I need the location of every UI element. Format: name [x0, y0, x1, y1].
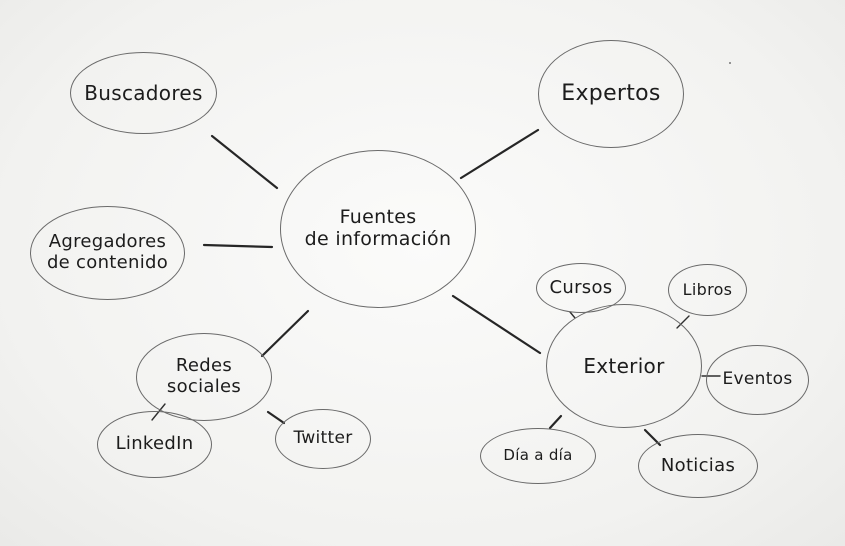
node-libros: Libros	[668, 264, 747, 316]
node-eventos: Eventos	[706, 345, 809, 415]
node-noticias: Noticias	[638, 434, 758, 498]
connector-center-buscadores	[210, 134, 279, 190]
node-label-dia-a-dia: Día a día	[503, 446, 573, 465]
node-buscadores: Buscadores	[70, 52, 217, 134]
node-cursos: Cursos	[536, 263, 626, 313]
node-label-buscadores: Buscadores	[84, 80, 203, 105]
marker-dot	[729, 62, 731, 64]
node-exterior: Exterior	[546, 304, 702, 428]
node-label-cursos: Cursos	[549, 276, 613, 298]
node-label-exterior: Exterior	[583, 353, 665, 378]
node-fuentes-de-informacion: Fuentes de información	[280, 150, 476, 308]
connector-exterior-dia	[548, 414, 563, 430]
node-label-eventos: Eventos	[722, 369, 793, 390]
node-expertos: Expertos	[538, 40, 684, 148]
node-label-agregadores: Agregadores de contenido	[46, 231, 169, 273]
node-label-center: Fuentes de información	[304, 206, 452, 250]
node-label-libros: Libros	[682, 279, 733, 299]
connector-center-expertos	[459, 128, 540, 180]
connector-center-agregadores	[202, 243, 274, 249]
node-redes-sociales: Redes sociales	[136, 333, 272, 421]
node-dia-a-dia: Día a día	[480, 428, 596, 484]
node-twitter: Twitter	[275, 409, 371, 469]
node-linkedin: LinkedIn	[97, 411, 212, 478]
connector-center-exterior	[451, 294, 542, 355]
connector-center-redes	[260, 309, 310, 358]
node-label-expertos: Expertos	[561, 81, 661, 107]
node-label-linkedin: LinkedIn	[115, 433, 194, 455]
node-label-twitter: Twitter	[293, 428, 353, 449]
node-agregadores-de-contenido: Agregadores de contenido	[30, 206, 185, 300]
node-label-noticias: Noticias	[660, 454, 736, 476]
node-label-redes-sociales: Redes sociales	[166, 355, 242, 397]
connector-redes-twitter	[266, 410, 286, 425]
